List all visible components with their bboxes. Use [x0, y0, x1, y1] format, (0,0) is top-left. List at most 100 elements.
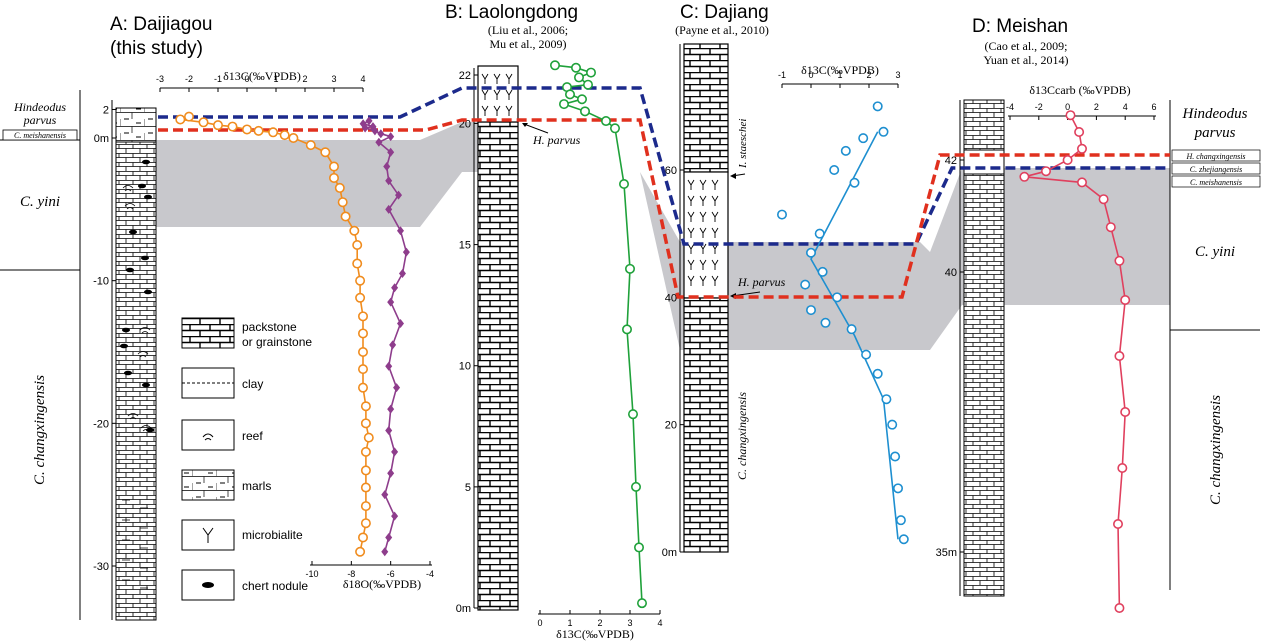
depth-tick-label: 2: [103, 104, 109, 116]
daijiagou-c13-point: [355, 292, 366, 303]
legend-label: chert nodule: [242, 579, 308, 593]
dajiang-c13-point: [872, 101, 883, 112]
daijiagou-o18-point: [397, 226, 404, 236]
laolongdong-c13-point: [627, 409, 638, 420]
depth-tick-label: 40: [945, 267, 957, 279]
depth-tick-label: -30: [93, 561, 109, 573]
legend-label: reef: [242, 429, 263, 443]
daijiagou-o18-point: [381, 547, 389, 557]
axis-tick-label: 3: [331, 74, 336, 84]
lithology-column-a: [115, 107, 157, 621]
lithology-column-c: [683, 297, 729, 553]
axis-tick-label: 1: [837, 70, 842, 80]
daijiagou-c13-point: [349, 225, 360, 236]
axis-tick-label: -4: [1006, 102, 1014, 112]
axis-tick-label: 4: [1123, 102, 1128, 112]
laolongdong-c13-point: [609, 123, 620, 134]
section-a-subtitle: (this study): [110, 38, 203, 59]
laolongdong-c13-point: [573, 72, 584, 83]
daijiagou-o18-point: [395, 190, 403, 200]
daijiagou-c13-point: [357, 532, 368, 543]
daijiagou-c13-point: [334, 182, 345, 193]
axis-tick-label: -10: [305, 569, 318, 579]
depth-tick-label: -10: [93, 276, 109, 288]
daijiagou-o18-point: [387, 404, 395, 414]
depth-tick-label: 22: [459, 70, 471, 82]
zone-label: I. staeschei: [737, 119, 749, 169]
depth-tick-label: 5: [465, 482, 471, 494]
depth-tick-label: 0m: [662, 547, 677, 559]
axis-tick-label: 0: [244, 74, 249, 84]
zone-label: Hindeodus: [13, 100, 66, 114]
axis-tick-label: -1: [214, 74, 222, 84]
depth-tick-label: 0m: [94, 133, 109, 145]
daijiagou-c13-point: [198, 117, 209, 128]
dajiang-c13-point: [820, 317, 831, 328]
daijiagou-c13-point: [352, 258, 363, 269]
zone-label: C. yini: [1195, 244, 1235, 260]
meishan-c13-point: [1114, 255, 1125, 266]
depth-tick-label: 0m: [456, 603, 471, 615]
laolongdong-c13-point: [621, 324, 632, 335]
zone-label: C. changxingensis: [735, 392, 749, 480]
dajiang-c13-point: [881, 394, 892, 405]
axis-tick-label: 1: [273, 74, 278, 84]
depth-tick-label: 40: [665, 292, 677, 304]
daijiagou-c13-point: [352, 240, 363, 251]
daijiagou-c13-point: [305, 140, 316, 151]
laolongdong-c13-point: [618, 179, 629, 190]
axis-tick-label: 3: [895, 70, 900, 80]
meishan-c13-point: [1065, 110, 1076, 121]
laolongdong-c13-point: [576, 94, 587, 105]
daijiagou-c13-point: [227, 121, 238, 132]
daijiagou-o18-point: [398, 269, 406, 279]
dajiang-c13-trend: [810, 131, 899, 540]
daijiagou-o18-point: [389, 340, 397, 350]
daijiagou-c13-point: [328, 161, 339, 172]
daijiagou-o18-point: [397, 318, 404, 328]
laolongdong-c13-point: [549, 60, 560, 71]
daijiagou-c13-point: [340, 211, 351, 222]
legend-label: marls: [242, 479, 271, 493]
meishan-c13-point: [1019, 171, 1030, 182]
laolongdong-c13-point: [582, 79, 593, 90]
dajiang-c13-point: [829, 165, 840, 176]
daijiagou-o18-point: [387, 297, 395, 307]
daijiagou-c13-point: [360, 518, 371, 529]
daijiagou-o18-point: [361, 123, 369, 133]
dajiang-c13-point: [898, 534, 909, 545]
dajiang-c13-point: [776, 209, 787, 220]
dajiang-c13-point: [887, 419, 898, 430]
daijiagou-o18-point: [391, 447, 399, 457]
dajiang-c13-point: [858, 133, 869, 144]
section-a-title: A: Daijiagou: [110, 14, 212, 35]
daijiagou-c13-point: [288, 133, 299, 144]
daijiagou-c13-point: [357, 311, 368, 322]
axis-tick-label: -3: [156, 74, 164, 84]
meishan-c13-point: [1077, 143, 1088, 154]
axis-tick-label: -4: [426, 569, 434, 579]
laolongdong-c13-point: [570, 62, 581, 73]
axis-tick-label: 0: [537, 618, 542, 628]
daijiagou-c13-point: [357, 364, 368, 375]
laolongdong-c13-point: [600, 116, 611, 127]
column-b: B: Laolongdong (Liu et al., 2006; Mu et …: [445, 2, 663, 641]
legend-label: or grainstone: [242, 335, 312, 349]
legend-label: microbialite: [242, 528, 303, 542]
laolongdong-c13-point: [558, 99, 569, 110]
h-parvus-marker-b: H. parvus: [532, 133, 581, 147]
axis-tick-label: 0: [808, 70, 813, 80]
daijiagou-c13-point: [360, 501, 371, 512]
daijiagou-o18-point: [385, 361, 393, 371]
section-d-ref: (Cao et al., 2009;: [985, 39, 1068, 53]
zone-label: C. yini: [20, 194, 60, 210]
daijiagou-o18-point: [385, 176, 393, 186]
daijiagou-c13-point: [279, 130, 290, 141]
depth-tick-label: 42: [945, 155, 957, 167]
daijiagou-c13-point: [268, 127, 279, 138]
axis-tick-label: 2: [597, 618, 602, 628]
axis-tick-label: 2: [866, 70, 871, 80]
dajiang-c13-point: [800, 279, 811, 290]
section-b-ref: (Liu et al., 2006;: [488, 23, 568, 37]
meishan-c13-point: [1105, 222, 1116, 233]
